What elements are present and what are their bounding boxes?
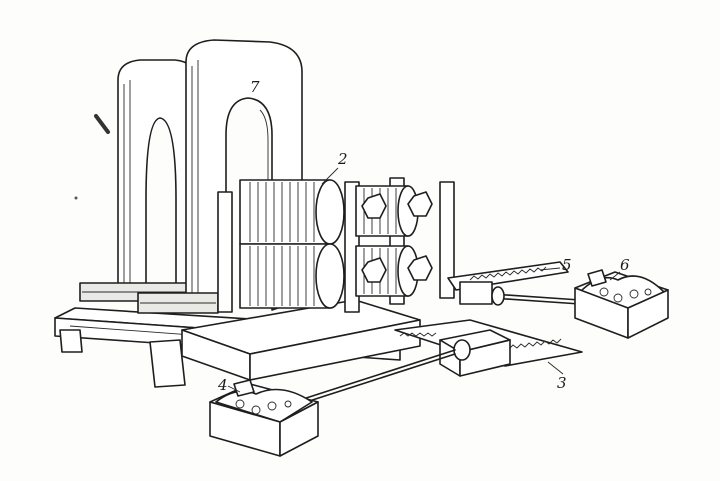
right-gearbox-6 [574,269,669,339]
upper-roll-2 [239,179,433,245]
label-7: 7 [250,78,260,96]
label-5: 5 [562,256,572,274]
drive-shaft [299,349,456,405]
label-6: 6 [620,256,630,274]
upper-rack-5 [447,261,581,306]
leader-lines [227,167,621,393]
left-gearbox-4 [209,379,319,457]
label-4: 4 [217,376,228,394]
lower-roll [239,243,433,309]
label-2: 2 [337,150,348,168]
lower-rack-3 [394,319,583,377]
stray-marks [74,114,110,200]
roll-stand-frame [181,177,455,381]
rear-housing [79,59,197,302]
label-3: 3 [557,374,567,392]
